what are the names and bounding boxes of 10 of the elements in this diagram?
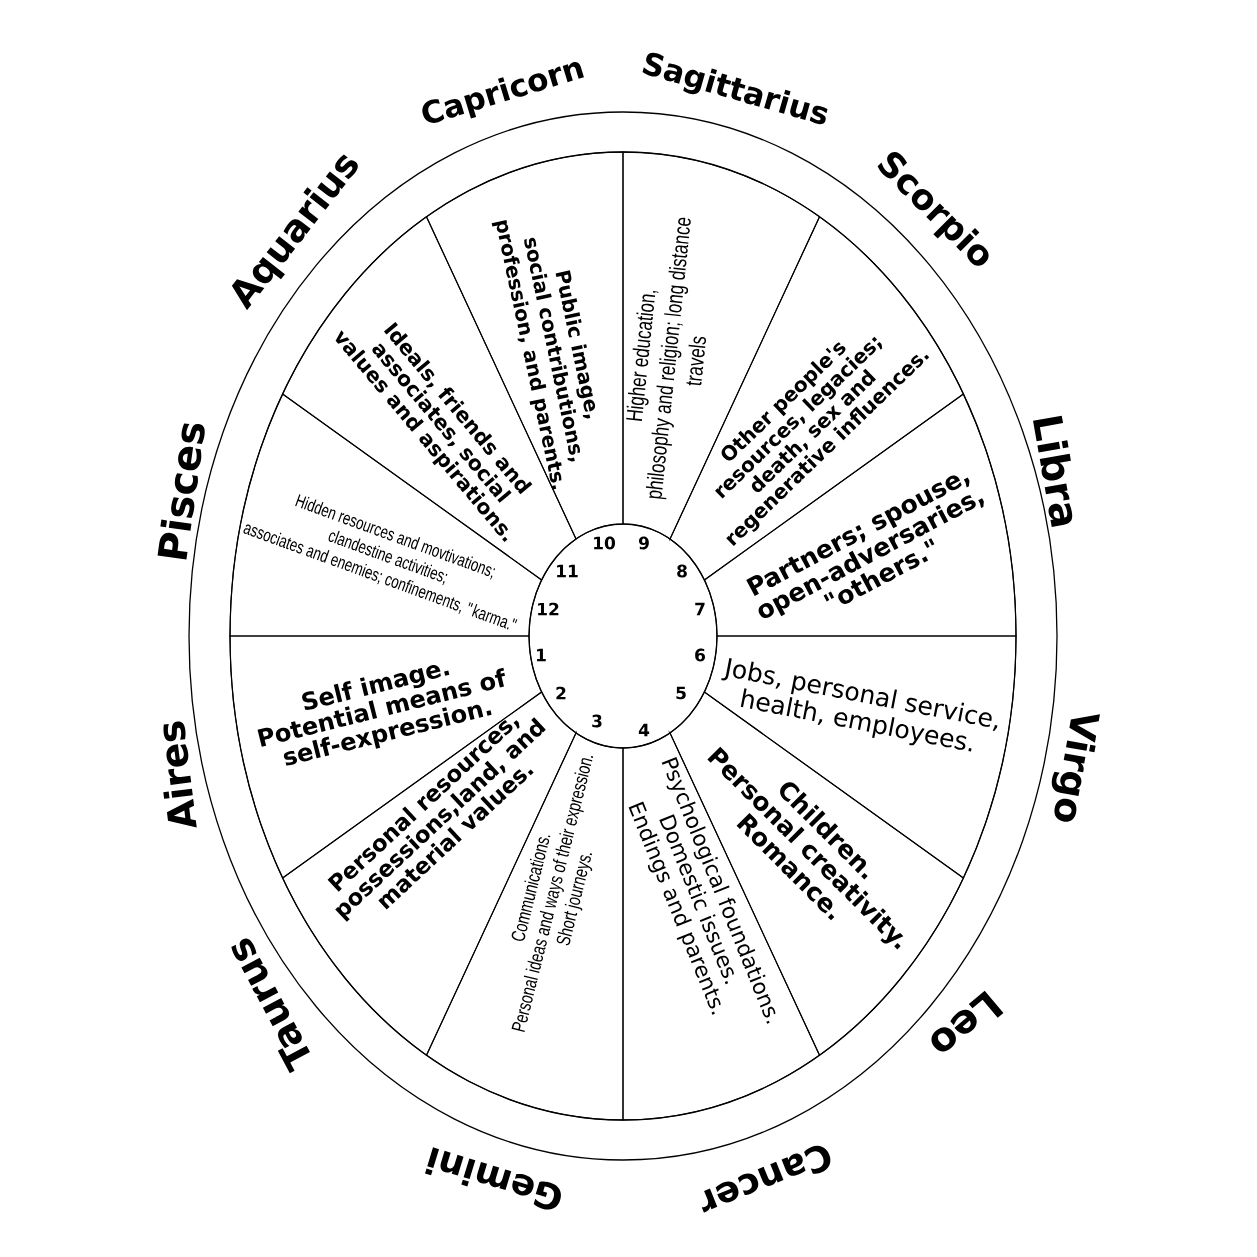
sign-label: Libra (1033, 415, 1073, 527)
house-number: 8 (677, 564, 687, 578)
house-number: 6 (695, 648, 705, 662)
house-number: 1 (537, 648, 546, 662)
house-number: 7 (695, 602, 705, 616)
sign-label: Virgo (1051, 714, 1100, 822)
sign-label: Aires (163, 721, 197, 828)
house-number: 11 (557, 564, 578, 578)
house-number: 3 (592, 714, 602, 728)
sign-label: Pisces (157, 423, 205, 560)
